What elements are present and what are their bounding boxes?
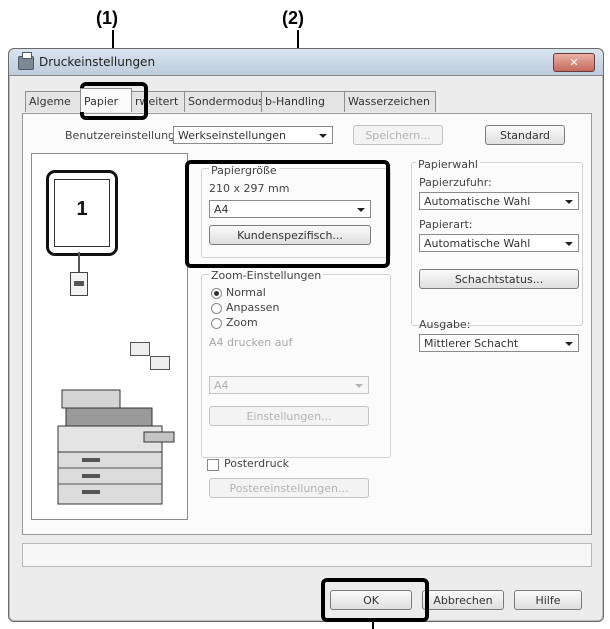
- window-title: Druckeinstellungen: [39, 55, 156, 69]
- page-preview-icon: 1: [46, 170, 118, 256]
- output-value: Mittlerer Schacht: [424, 337, 519, 350]
- print-settings-dialog: Druckeinstellungen ✕ Algeme Papier rweit…: [8, 48, 604, 622]
- paper-size-group-label: Papiergröße: [209, 164, 279, 177]
- paper-size-group: [201, 168, 391, 258]
- output-select[interactable]: Mittlerer Schacht: [419, 334, 579, 352]
- output-connector-line: [78, 252, 80, 272]
- title-bar[interactable]: Druckeinstellungen ✕: [9, 49, 603, 76]
- cancel-button[interactable]: Abbrechen: [422, 590, 504, 610]
- print-preview: 1: [31, 153, 188, 520]
- output-label: Ausgabe:: [419, 318, 471, 331]
- user-settings-value: Werkseinstellungen: [178, 129, 287, 142]
- zoom-normal-radio[interactable]: [211, 288, 222, 299]
- printer-app-icon: [18, 52, 34, 70]
- paper-size-value: A4: [214, 203, 229, 216]
- custom-size-button[interactable]: Kundenspezifisch...: [209, 225, 371, 245]
- paper-source-select[interactable]: Automatische Wahl: [419, 192, 579, 210]
- chevron-down-icon: [355, 384, 363, 388]
- zoom-normal-label: Normal: [226, 286, 266, 299]
- save-button[interactable]: Speichern...: [353, 125, 443, 145]
- close-icon: ✕: [569, 56, 579, 69]
- stacked-pages-icon: [130, 342, 172, 370]
- chevron-down-icon: [565, 242, 573, 246]
- ok-button[interactable]: OK: [330, 590, 412, 610]
- poster-print-checkbox[interactable]: [207, 459, 219, 471]
- zoom-fit-radio[interactable]: [211, 303, 222, 314]
- tab-special-mode[interactable]: Sondermodus: [184, 91, 262, 112]
- chevron-down-icon: [565, 200, 573, 204]
- poster-settings-button[interactable]: Postereinstellungen...: [209, 478, 369, 498]
- zoom-zoom-radio[interactable]: [211, 318, 222, 329]
- paper-select-group-label: Papierwahl: [416, 158, 480, 171]
- user-settings-label: Benutzereinstellungen:: [65, 129, 193, 142]
- paper-size-dimensions: 210 x 297 mm: [209, 182, 290, 195]
- page-stack-icon: [150, 356, 170, 370]
- zoom-settings-button[interactable]: Einstellungen...: [209, 406, 369, 426]
- callout-2-label: (2): [282, 8, 304, 28]
- tab-general[interactable]: Algeme: [25, 91, 81, 112]
- zoom-fit-label: Anpassen: [226, 301, 280, 314]
- callout-1-label: (1): [96, 8, 118, 28]
- paper-source-label: Papierzufuhr:: [419, 176, 492, 189]
- print-on-select[interactable]: A4: [209, 376, 369, 394]
- output-tray-icon: [70, 272, 88, 296]
- printer-icon: [57, 389, 175, 505]
- help-button[interactable]: Hilfe: [514, 590, 582, 610]
- chevron-down-icon: [357, 208, 365, 212]
- tab-job-handling[interactable]: b-Handling: [261, 91, 345, 112]
- zoom-settings-group-label: Zoom-Einstellungen: [209, 269, 324, 282]
- user-settings-select[interactable]: Werkseinstellungen: [173, 126, 333, 144]
- paper-type-label: Papierart:: [419, 218, 473, 231]
- paper-size-select[interactable]: A4: [209, 200, 371, 218]
- default-button[interactable]: Standard: [485, 125, 565, 145]
- poster-print-label: Posterdruck: [224, 457, 290, 470]
- tab-paper[interactable]: Papier: [80, 88, 132, 112]
- paper-select-group: [411, 162, 583, 326]
- page-number: 1: [76, 198, 88, 220]
- paper-type-select[interactable]: Automatische Wahl: [419, 234, 579, 252]
- zoom-zoom-label: Zoom: [226, 316, 258, 329]
- tray-status-button[interactable]: Schachtstatus...: [419, 269, 579, 289]
- page-preview-border: [54, 179, 110, 247]
- tab-watermark[interactable]: Wasserzeichen: [344, 91, 436, 112]
- close-button[interactable]: ✕: [553, 53, 595, 72]
- chevron-down-icon: [565, 342, 573, 346]
- chevron-down-icon: [319, 134, 327, 138]
- paper-type-value: Automatische Wahl: [424, 237, 531, 250]
- print-on-value: A4: [214, 379, 229, 392]
- ok-highlight-box: [321, 578, 429, 622]
- paper-source-value: Automatische Wahl: [424, 195, 531, 208]
- print-on-label: A4 drucken auf: [209, 336, 293, 349]
- page-stack-icon: [130, 342, 150, 356]
- tab-bar: Algeme Papier rweitert Sondermodus b-Han…: [25, 88, 436, 113]
- status-strip: [22, 543, 592, 567]
- paper-size-highlight-box: [185, 160, 390, 268]
